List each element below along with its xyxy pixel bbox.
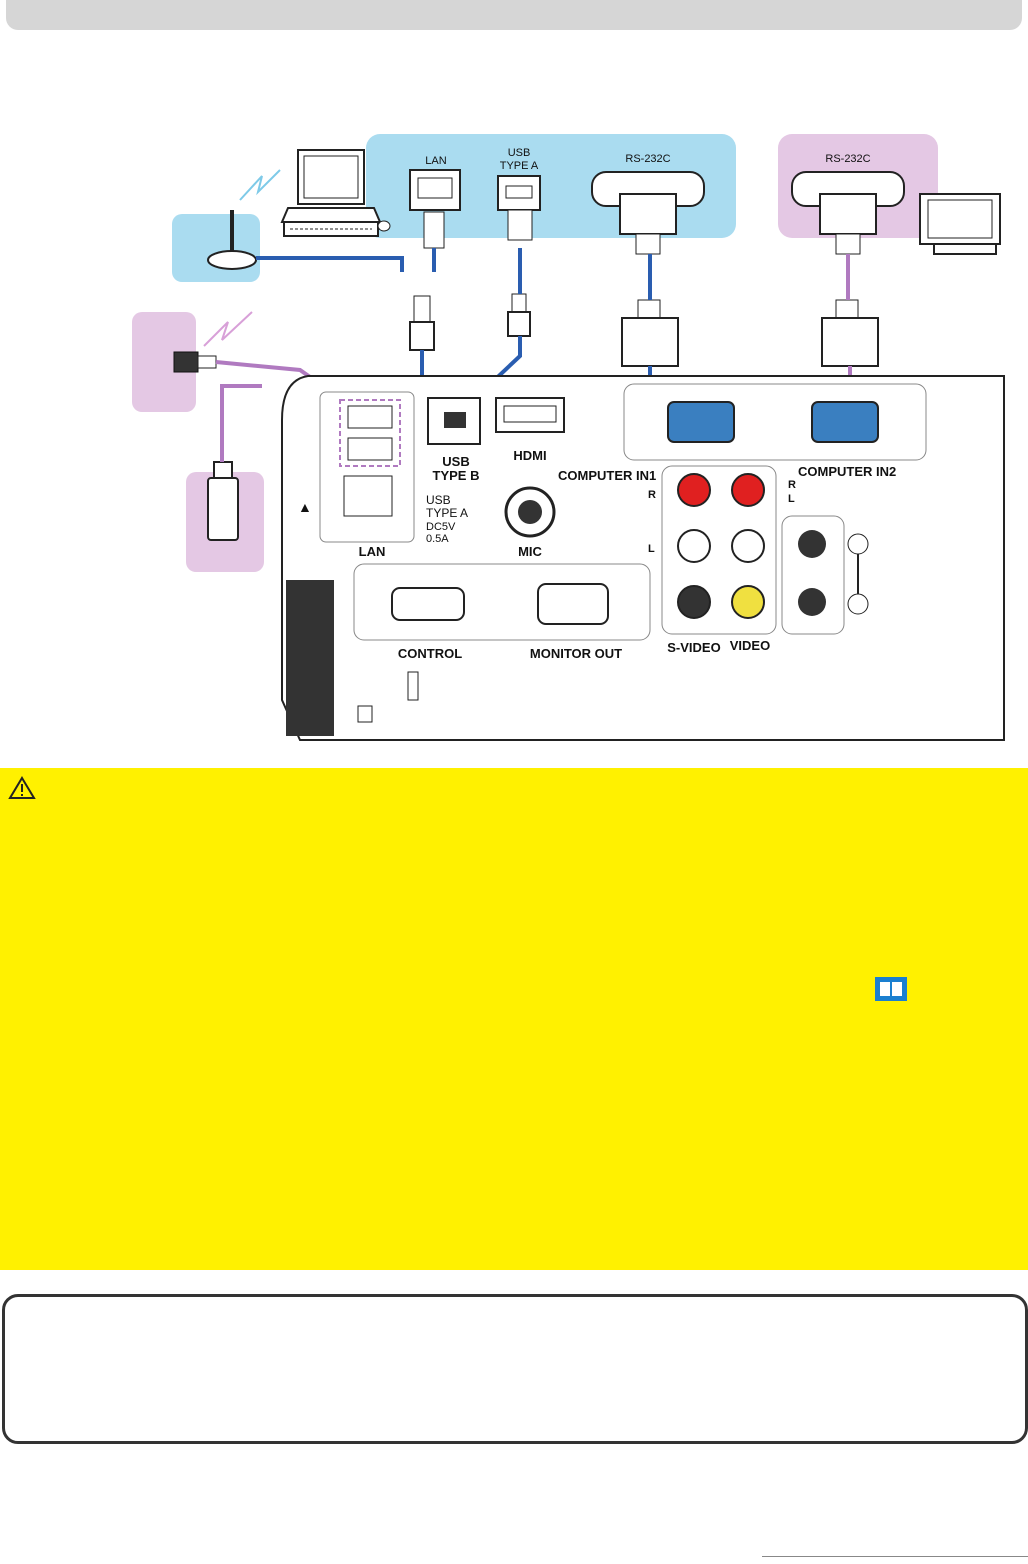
header-bar <box>6 0 1022 30</box>
pink-highlight-wireless <box>132 312 196 412</box>
computer-icon <box>280 149 391 237</box>
svg-text:CONTROL: CONTROL <box>398 646 462 661</box>
svg-text:R: R <box>648 489 656 501</box>
svg-text:COMPUTER IN1: COMPUTER IN1 <box>558 468 656 483</box>
note-box <box>2 1294 1028 1444</box>
svg-text:TYPE A: TYPE A <box>426 506 468 520</box>
warning-triangle-icon <box>8 776 36 799</box>
svg-text:MONITOR OUT: MONITOR OUT <box>530 646 622 661</box>
svg-text:MIC: MIC <box>518 544 542 559</box>
svg-text:TYPE B: TYPE B <box>433 468 480 483</box>
svg-text:VIDEO: VIDEO <box>730 638 770 653</box>
svg-text:L: L <box>648 543 655 555</box>
connection-diagram: LAN USB TYPE A RS-232C RS-232C <box>132 134 1005 741</box>
svg-text:R: R <box>788 479 796 491</box>
svg-text:DC5V: DC5V <box>426 521 456 533</box>
svg-text:USB: USB <box>442 454 469 469</box>
svg-text:RS-232C: RS-232C <box>625 153 670 165</box>
svg-text:RS-232C: RS-232C <box>825 153 870 165</box>
svg-text:USB: USB <box>508 147 531 159</box>
svg-text:▲: ▲ <box>298 499 312 515</box>
svg-text:LAN: LAN <box>425 155 446 167</box>
book-icon[interactable] <box>874 976 908 1002</box>
wireless-adapter-icon <box>173 311 253 373</box>
svg-text:HDMI: HDMI <box>513 448 546 463</box>
svg-text:TYPE A: TYPE A <box>500 160 539 172</box>
svg-text:S-VIDEO: S-VIDEO <box>667 640 720 655</box>
svg-text:USB: USB <box>426 493 451 507</box>
monitor-icon <box>919 193 1001 255</box>
svg-text:COMPUTER IN2: COMPUTER IN2 <box>798 464 896 479</box>
blue-highlight-antenna <box>172 214 260 282</box>
footer-rule <box>762 1556 1028 1557</box>
usb-stick-icon <box>207 461 239 541</box>
svg-text:0.5A: 0.5A <box>426 533 449 545</box>
svg-text:LAN: LAN <box>359 544 386 559</box>
top-rs232c-1 <box>591 171 705 255</box>
top-usb-port <box>497 175 541 241</box>
svg-text:L: L <box>788 493 795 505</box>
projector-panel <box>281 375 1005 741</box>
top-rs232c-2 <box>791 171 905 255</box>
caution-box <box>0 768 1028 1270</box>
top-lan-port <box>409 169 461 249</box>
